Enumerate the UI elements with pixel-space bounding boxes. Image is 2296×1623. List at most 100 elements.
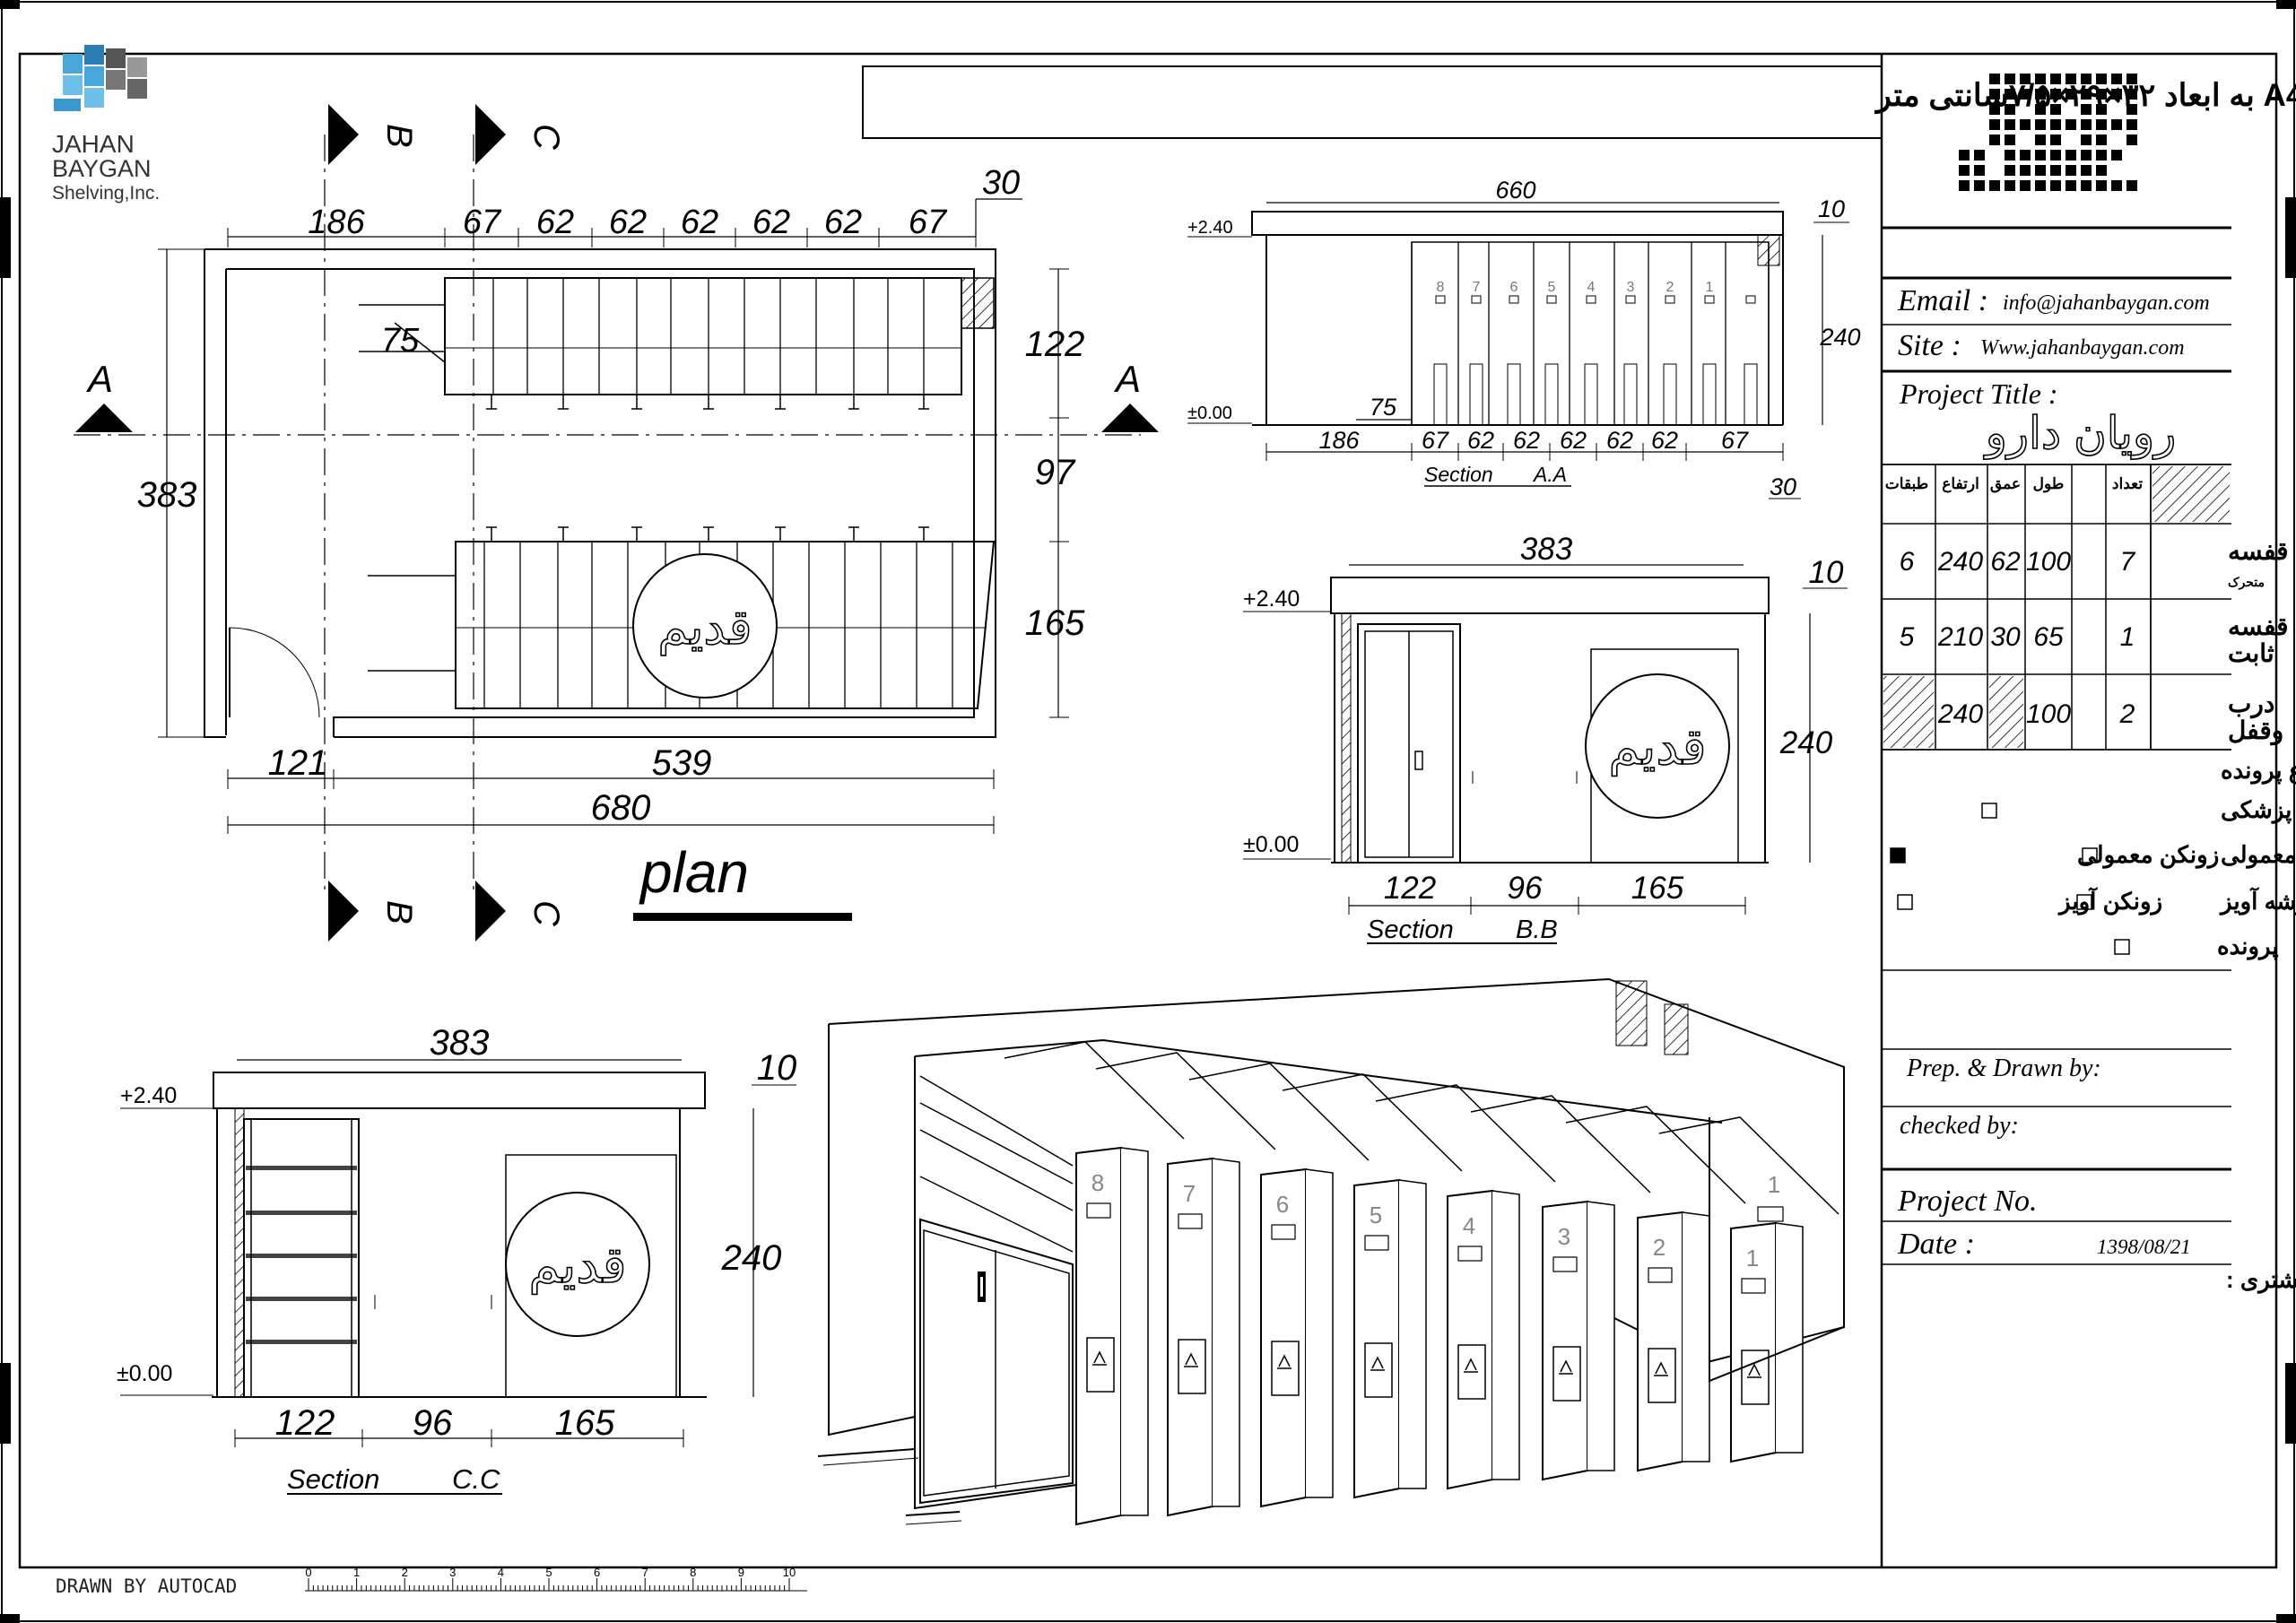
logo-pixel xyxy=(1959,165,1970,176)
cc-label: Section xyxy=(287,1463,379,1495)
checkbox-medical[interactable] xyxy=(1981,803,1997,819)
logo-pixel xyxy=(2020,74,2031,84)
logo-pixel xyxy=(1959,150,1970,161)
plan-top-dim: 62 xyxy=(681,204,718,241)
drawn-by: DRAWN BY AUTOCAD xyxy=(56,1575,237,1597)
logo-pixel xyxy=(2126,180,2137,191)
aa-bottom-dim: 186 xyxy=(1318,427,1360,454)
logo-pixel xyxy=(2035,104,2046,115)
logo-pixel xyxy=(2126,135,2137,145)
checkbox-binder[interactable] xyxy=(1890,847,1906,864)
spec-row-name: قفسه xyxy=(2228,537,2289,565)
option-folder: پوشه معمولی xyxy=(2221,841,2296,869)
iso-handle xyxy=(1271,1341,1300,1396)
cc-dim-96: 96 xyxy=(413,1403,453,1443)
bb-dim-122: 122 xyxy=(1384,871,1436,906)
scale-label: 1 xyxy=(353,1566,360,1579)
spec-cell: 65 xyxy=(2033,622,2064,652)
logo-pixel xyxy=(1989,89,2000,100)
aa-handle xyxy=(1702,363,1717,426)
plan-badge: قدیم xyxy=(657,601,752,655)
logo-pixel xyxy=(2096,104,2107,115)
aa-label-holder xyxy=(1509,295,1519,304)
plan-dim-30: 30 xyxy=(982,164,1020,202)
checkbox-hanging-binder[interactable] xyxy=(1897,894,1913,910)
site-label: Site : xyxy=(1898,329,1961,362)
logo-pixel xyxy=(2020,150,2031,161)
logo-pixel xyxy=(2005,119,2015,130)
iso-label-holder xyxy=(1648,1267,1673,1283)
logo-pixel xyxy=(2096,89,2107,100)
iso-handle-grip xyxy=(1184,1352,1198,1367)
checkbox-file[interactable] xyxy=(2114,939,2130,955)
checkbox-hanging-folder[interactable] xyxy=(2076,894,2092,910)
aa-unit-number: 6 xyxy=(1510,280,1518,295)
iso-unit-side xyxy=(1212,1158,1240,1507)
spec-header: ارتفاع xyxy=(1942,475,1979,493)
aa-label-holder xyxy=(1471,295,1482,304)
cc-top: 383 xyxy=(430,1023,490,1063)
logo-pixel xyxy=(2035,135,2046,145)
logo-pixel xyxy=(2035,180,2046,191)
iso-unit-side xyxy=(1682,1211,1710,1462)
aa-bottom-dim: 67 xyxy=(1721,427,1749,454)
spec-row-sub: وقفل xyxy=(2228,716,2283,746)
spec-cell: 7 xyxy=(2120,547,2136,577)
iso-unit-top xyxy=(1004,1041,1185,1140)
project-title-value: رویان دارو xyxy=(1983,408,2177,460)
spec-row-name: درب xyxy=(2228,690,2274,719)
logo-pixel xyxy=(1989,180,2000,191)
logo-pixel xyxy=(2066,150,2076,161)
option-file: پرونده xyxy=(2217,933,2279,960)
aa-top-right: 10 xyxy=(1818,195,1845,222)
logo-pixel xyxy=(2050,180,2061,191)
logo-pixel xyxy=(2081,165,2092,176)
logo-pixel xyxy=(1989,104,2000,115)
iso-handle xyxy=(1086,1337,1115,1393)
iso-unit-top xyxy=(1658,1116,1839,1215)
iso-unit-number: 7 xyxy=(1183,1180,1196,1207)
scale-label: 6 xyxy=(594,1566,600,1579)
plan-top-dim: 186 xyxy=(308,204,365,241)
aa-unit-number: 5 xyxy=(1548,280,1556,295)
cc-height: 240 xyxy=(721,1238,782,1278)
logo-pixel xyxy=(2111,180,2122,191)
aa-label-holder xyxy=(1546,295,1557,304)
bb-label: Section xyxy=(1367,916,1454,944)
iso-unit-top xyxy=(1470,1095,1651,1193)
section-bb: قدیم 383 10 +2.40 ±0.00 240 122 96 165 S… xyxy=(1243,532,1848,944)
cc-level-bottom: ±0.00 xyxy=(117,1361,172,1386)
scale-label: 4 xyxy=(498,1566,504,1579)
iso-unit-number: 2 xyxy=(1653,1234,1665,1261)
plan-top-dim: 67 xyxy=(909,204,948,241)
iso-unit-top xyxy=(1375,1084,1556,1183)
iso-unit-face xyxy=(1075,1146,1122,1526)
aa-handle xyxy=(1433,363,1448,426)
aa-bottom-dim: 62 xyxy=(1606,427,1633,454)
aa-level-bottom: ±0.00 xyxy=(1187,404,1232,423)
cc-shelf xyxy=(246,1254,357,1258)
iso-label-holder xyxy=(1086,1202,1111,1219)
option-hanging-binder: زونکن آویز xyxy=(2057,886,2162,916)
aa-bottom-dim: 67 xyxy=(1422,427,1449,454)
bb-code: B.B xyxy=(1516,916,1558,944)
plan-dim-121: 121 xyxy=(268,743,328,783)
bb-level-top: +2.40 xyxy=(1243,586,1300,612)
plan-top-dim: 67 xyxy=(463,204,502,241)
iso-label-holder xyxy=(1757,1206,1784,1222)
bb-dim-96: 96 xyxy=(1508,871,1543,906)
cc-level-top: +2.40 xyxy=(120,1083,177,1108)
iso-handle-grip xyxy=(1370,1356,1385,1371)
logo-pixel xyxy=(2050,119,2061,130)
section-cc: قدیم 383 10 +2.40 ±0.00 240 122 96 165 S… xyxy=(117,1023,796,1495)
scale-label: 7 xyxy=(642,1566,648,1579)
iso-unit-number: 4 xyxy=(1463,1212,1475,1239)
iso-unit-number: 3 xyxy=(1558,1223,1570,1250)
checkbox-folder[interactable] xyxy=(2082,847,2098,864)
bb-badge: قدیم xyxy=(1608,718,1706,777)
logo-pixel xyxy=(2096,119,2107,130)
plan-top-dim: 62 xyxy=(536,204,574,241)
